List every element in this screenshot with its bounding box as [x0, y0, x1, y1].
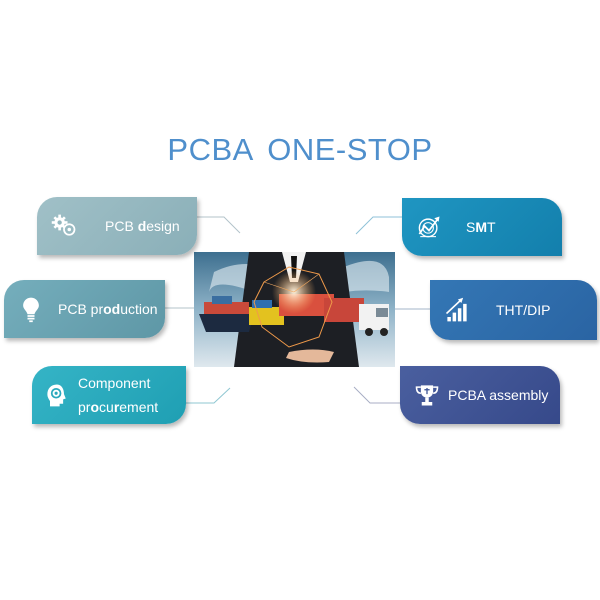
page-title: PCBA ONE-STOP: [167, 132, 433, 167]
tht-dip-label: THT/DIP: [496, 302, 551, 318]
pcb-production-box[interactable]: PCB production: [4, 280, 165, 338]
pcb-design-label: PCB design: [105, 218, 180, 234]
component-procurement-label: Component procurement: [78, 375, 159, 415]
smt-label: SMT: [466, 219, 496, 235]
gears-icon: [49, 211, 79, 241]
pcb-design-box[interactable]: PCB design: [37, 197, 197, 255]
component-procurement-box[interactable]: Component procurement: [32, 366, 186, 424]
center-logistics-image: [194, 252, 395, 367]
pcba-assembly-box[interactable]: PCBA assembly: [400, 366, 560, 424]
target-trend-icon: [414, 212, 444, 242]
pcb-production-label: PCB production: [58, 301, 158, 317]
trophy-icon: [412, 380, 442, 410]
tht-dip-box[interactable]: THT/DIP: [430, 280, 597, 340]
head-gear-icon: [42, 380, 72, 410]
bar-chart-growth-icon: [442, 295, 472, 325]
smt-box[interactable]: SMT: [402, 198, 562, 256]
pcba-assembly-label: PCBA assembly: [448, 387, 549, 403]
lightbulb-icon: [16, 294, 46, 324]
